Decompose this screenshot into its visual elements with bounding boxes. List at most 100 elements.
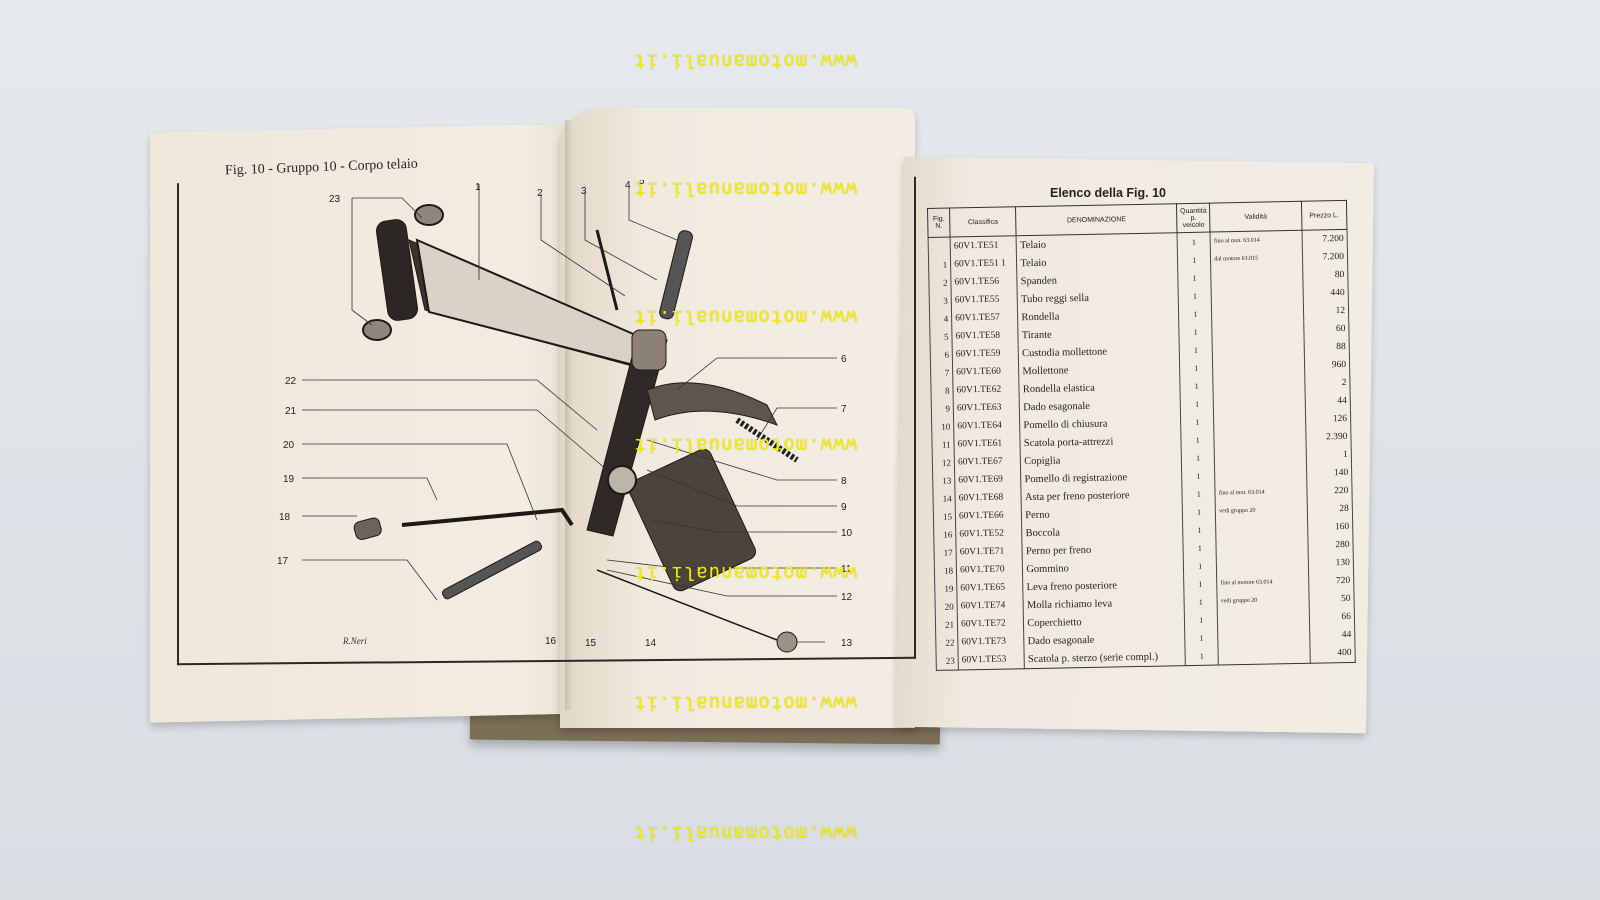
spine-shadow [565,120,573,710]
cell-validity [1212,356,1305,377]
cell-qty: 1 [1181,448,1215,468]
cell-qty: 1 [1182,484,1216,504]
cell-code: 60V1.TE56 [950,272,1018,292]
parts-list-table: Fig. N. Classifica DENOMINAZIONE Quantit… [927,200,1356,671]
cell-code: 60V1.TE53 [958,650,1025,670]
cell-qty: 1 [1181,466,1216,486]
cell-code: 60V1.TE58 [951,326,1019,346]
cell-code: 60V1.TE65 [956,578,1024,598]
cell-price: 44 [1309,625,1355,645]
callout-6: 6 [841,354,847,365]
cell-price: 44 [1304,391,1351,411]
watermark-3: www.motomanuali.it [633,306,857,328]
callout-12: 12 [841,592,853,603]
cell-price: 126 [1305,409,1351,429]
cell-code: 60V1.TE64 [953,416,1021,436]
cell-code: 60V1.TE62 [952,380,1020,400]
cell-validity [1214,428,1306,449]
cell-validity [1213,374,1305,395]
watermark-top: www.motomanuali.it [633,50,857,72]
cell-validity [1217,626,1310,647]
cell-n: 5 [929,327,953,346]
cell-validity [1213,410,1306,431]
header-classifica: Classifica [949,206,1017,238]
cell-code: 60V1.TE61 [953,434,1021,454]
header-quantita: Quantità p. veicolo [1176,203,1211,233]
cell-qty: 1 [1184,610,1218,630]
cell-price: 960 [1304,355,1350,375]
cell-n: 16 [933,525,957,544]
cell-price: 80 [1302,265,1349,285]
cell-validity: vedi gruppo 20 [1215,500,1308,521]
cell-n: 2 [928,273,952,292]
watermark-6: www.motomanuali.it [633,692,857,714]
cell-code: 60V1.TE69 [954,470,1022,490]
cell-qty: 1 [1185,646,1219,666]
cell-code: 60V1.TE67 [954,452,1021,472]
cell-qty: 1 [1184,628,1219,648]
callout-19: 19 [283,474,295,485]
header-denominazione: DENOMINAZIONE [1015,203,1178,236]
callout-13: 13 [841,638,853,649]
cell-n: 17 [933,543,957,562]
cell-validity [1212,338,1305,359]
cell-qty: 1 [1178,286,1212,306]
header-prezzo: Prezzo L. [1301,200,1347,231]
cell-validity [1217,608,1310,629]
cell-qty: 1 [1179,376,1214,396]
cell-n: 14 [932,489,956,508]
cell-n: 12 [932,453,955,472]
cell-price: 440 [1302,283,1349,303]
cell-validity [1218,644,1311,665]
cell-n: 3 [929,291,952,310]
cell-qty: 1 [1184,592,1218,612]
cell-code: 60V1.TE57 [951,308,1019,328]
callout-10: 10 [841,528,853,539]
callout-14: 14 [645,638,657,649]
callout-16: 16 [545,636,557,647]
cell-price: 7.200 [1301,229,1348,249]
watermark-2: www.motomanuali.it [633,178,857,200]
callout-numbers: 1 2 3 4 5 6 7 8 9 10 11 12 13 14 15 16 1… [277,180,853,649]
cell-price: 28 [1306,499,1353,519]
watermark-bottom: www.motomanuali.it [633,822,857,844]
cell-code: 60V1.TE51 1 [950,254,1018,274]
cell-qty: 1 [1179,358,1214,378]
cell-validity: fino al mot. 63.014 [1215,482,1307,503]
cell-price: 50 [1308,589,1355,609]
cell-validity [1211,284,1304,305]
cell-qty: 1 [1180,412,1215,432]
cell-qty: 1 [1178,322,1213,342]
leader-lines [302,184,837,643]
callout-11: 11 [841,564,852,575]
cell-qty: 1 [1181,430,1215,450]
cell-n: 21 [935,615,958,634]
cell-code: 60V1.TE74 [957,596,1024,616]
cell-price: 130 [1307,553,1354,573]
cell-n: 11 [931,435,955,454]
cell-n: 13 [932,471,955,490]
frame-exploded-diagram: 1 2 3 4 5 6 7 8 9 10 11 12 13 14 15 16 1… [277,180,853,653]
cell-price: 2 [1304,373,1351,393]
callout-5: 5 [639,180,645,187]
callout-20: 20 [283,440,295,451]
cell-qty: 1 [1178,304,1213,324]
cell-validity [1216,536,1308,557]
cell-validity [1211,302,1304,323]
cell-n: 10 [931,417,954,436]
cell-n: 23 [936,651,959,671]
cell-price: 160 [1307,517,1353,537]
cell-code: 60V1.TE51 [950,235,1017,256]
callout-1: 1 [475,182,481,193]
cell-code: 60V1.TE66 [955,506,1022,526]
cell-qty: 1 [1183,574,1218,594]
cell-n: 8 [930,381,954,400]
callout-15: 15 [585,638,597,649]
cell-n [928,237,951,256]
cell-price: 12 [1303,301,1349,321]
frame-drawing [353,204,799,653]
cell-validity [1215,518,1308,539]
cell-n: 19 [934,579,958,598]
cell-code: 60V1.TE73 [957,632,1025,652]
cell-code: 60V1.TE55 [951,290,1018,310]
